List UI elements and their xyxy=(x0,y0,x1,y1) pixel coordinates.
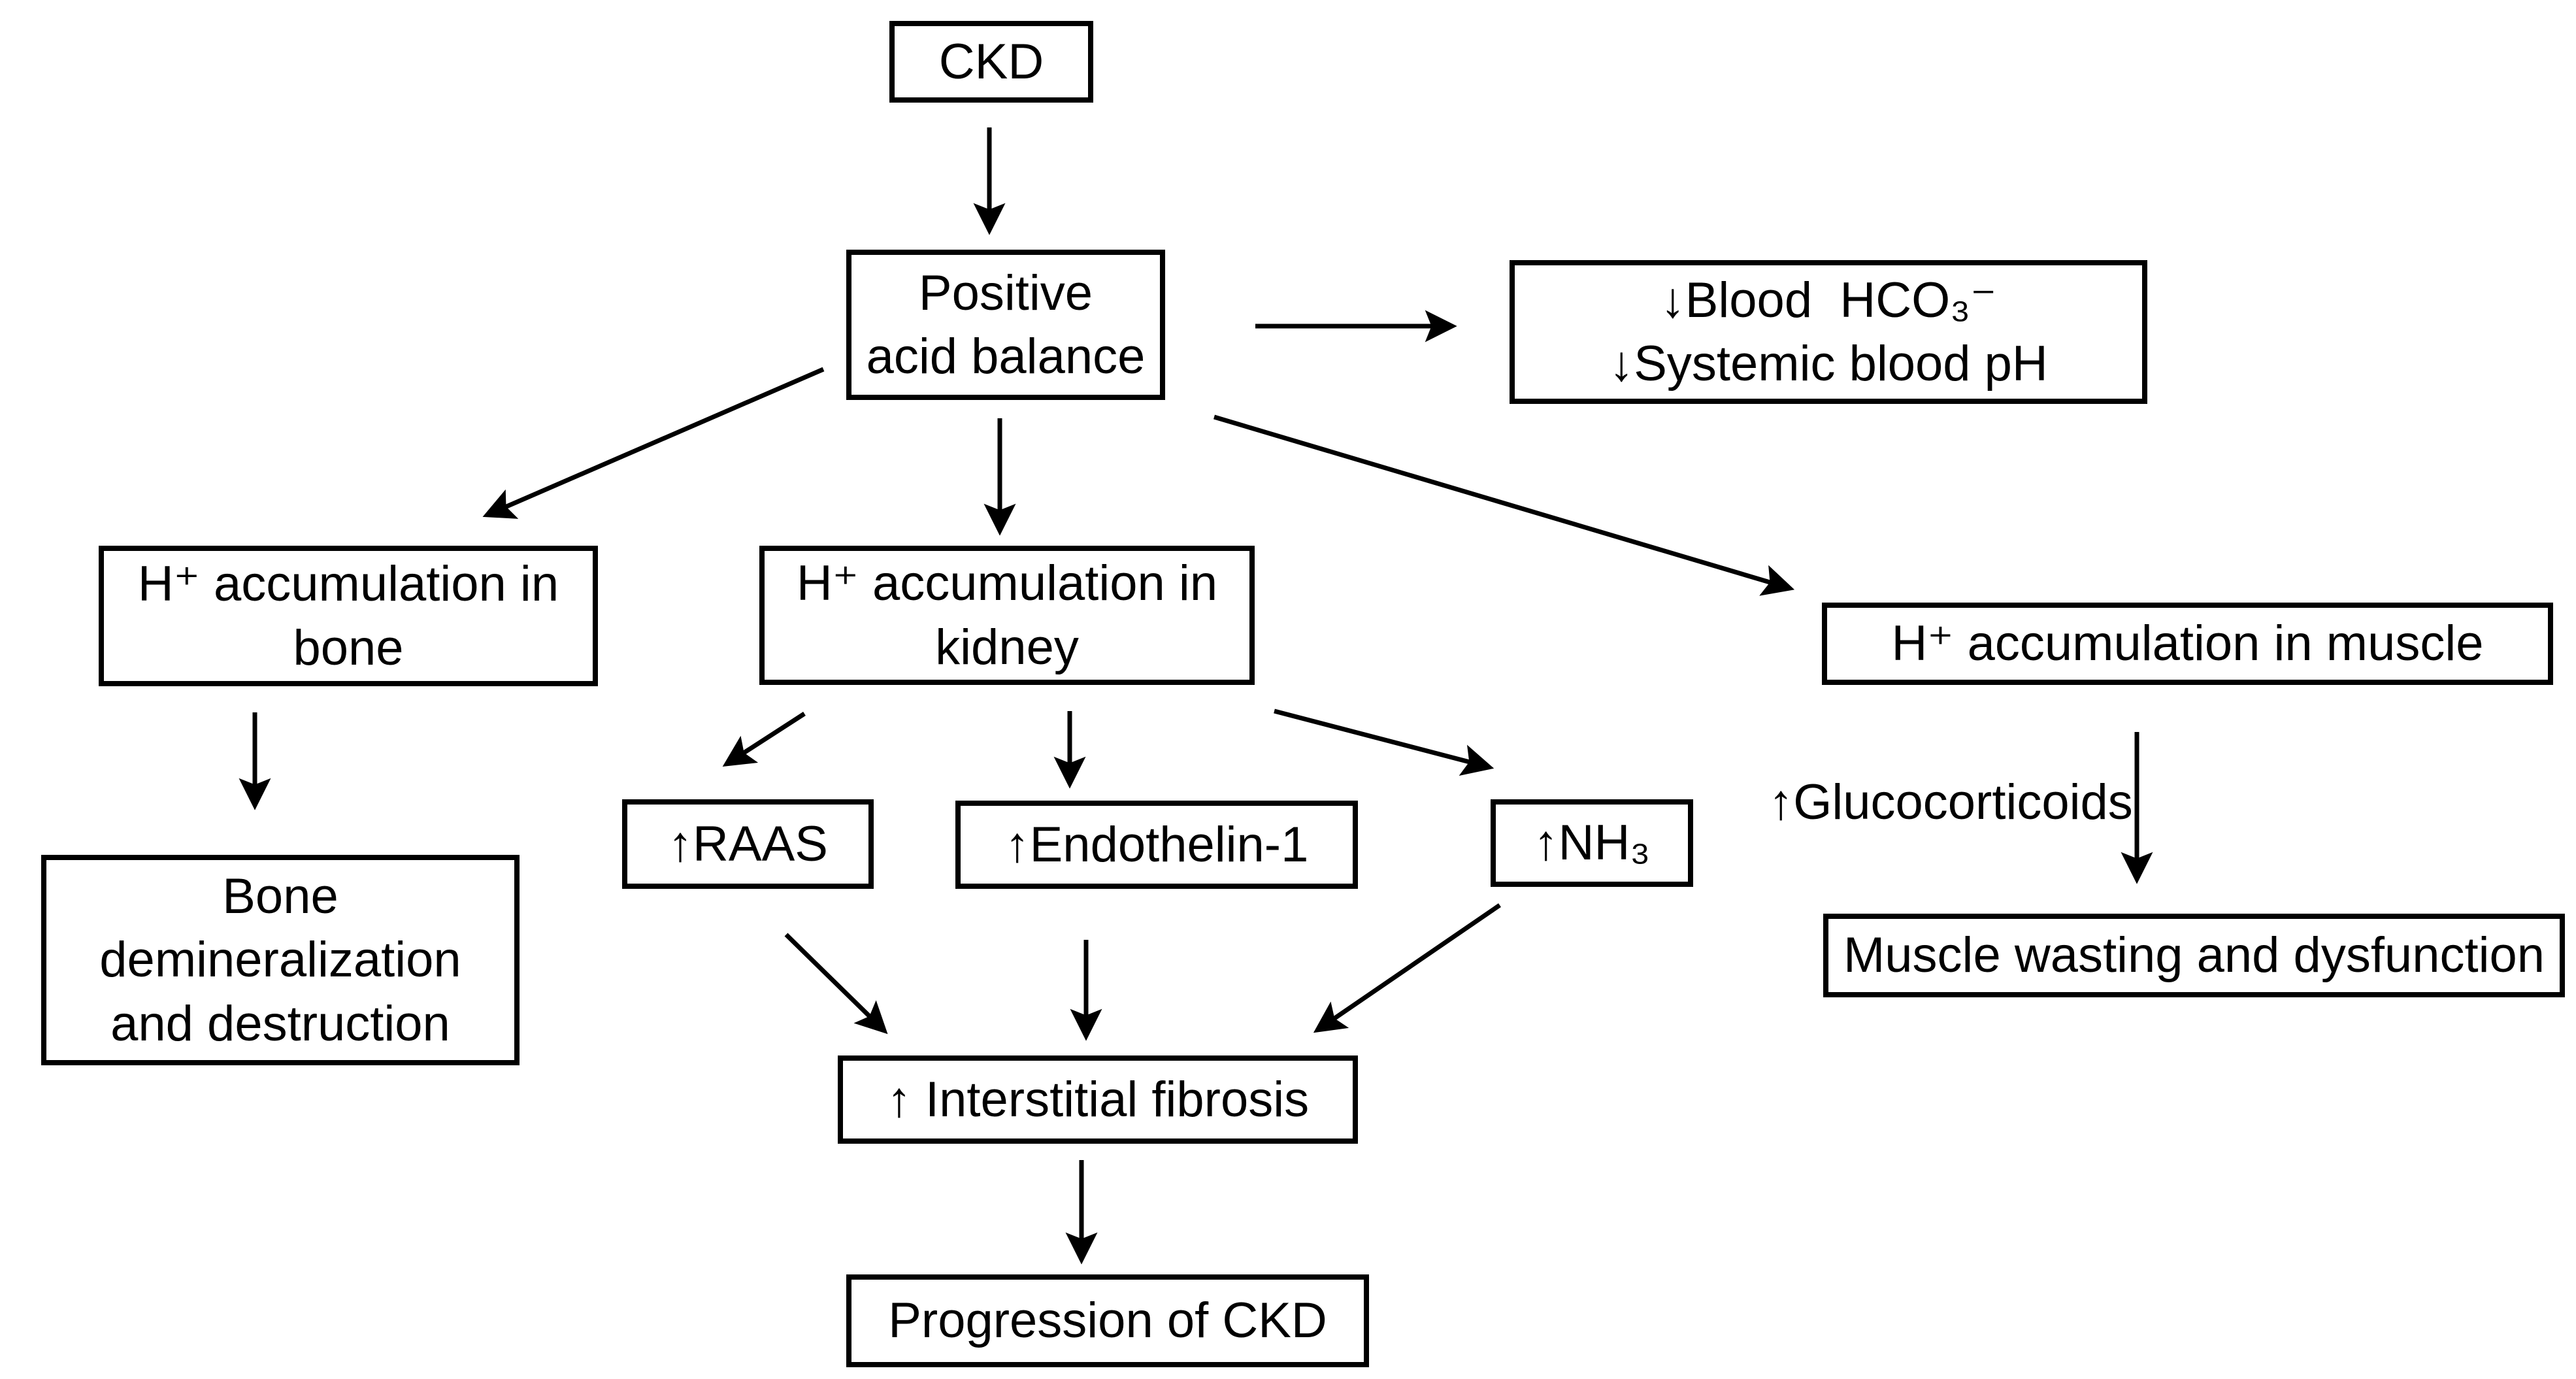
node-raas: ↑RAAS xyxy=(622,799,874,889)
node-h-accumulation-bone: H⁺ accumulation in bone xyxy=(99,546,598,686)
node-positive-acid-balance: Positive acid balance xyxy=(846,250,1165,400)
node-nh3: ↑NH₃ xyxy=(1491,799,1693,887)
arrow-positive-to-bone xyxy=(482,367,825,519)
node-bone-demineralization: Bone demineralization and destruction xyxy=(41,855,520,1065)
arrow-raas-to-fibrosis xyxy=(784,933,888,1035)
arrow-nh3-to-fibrosis xyxy=(1313,903,1501,1033)
arrow-kidney-to-raas xyxy=(722,712,806,767)
arrow-kidney-to-nh3 xyxy=(1274,708,1494,776)
node-endothelin: ↑Endothelin-1 xyxy=(955,801,1358,889)
node-ckd: CKD xyxy=(889,21,1093,103)
node-h-accumulation-muscle: H⁺ accumulation in muscle xyxy=(1822,603,2553,685)
node-interstitial-fibrosis: ↑ Interstitial fibrosis xyxy=(838,1055,1358,1144)
node-blood-bicarbonate-ph: ↓Blood HCO₃⁻ ↓Systemic blood pH xyxy=(1510,260,2147,404)
label-glucocorticoids: ↑Glucocorticoids xyxy=(1768,774,2133,830)
node-h-accumulation-kidney: H⁺ accumulation in kidney xyxy=(759,546,1255,685)
node-progression-ckd: Progression of CKD xyxy=(846,1274,1369,1367)
node-muscle-wasting: Muscle wasting and dysfunction xyxy=(1823,914,2565,997)
arrow-positive-to-muscle xyxy=(1214,414,1795,596)
